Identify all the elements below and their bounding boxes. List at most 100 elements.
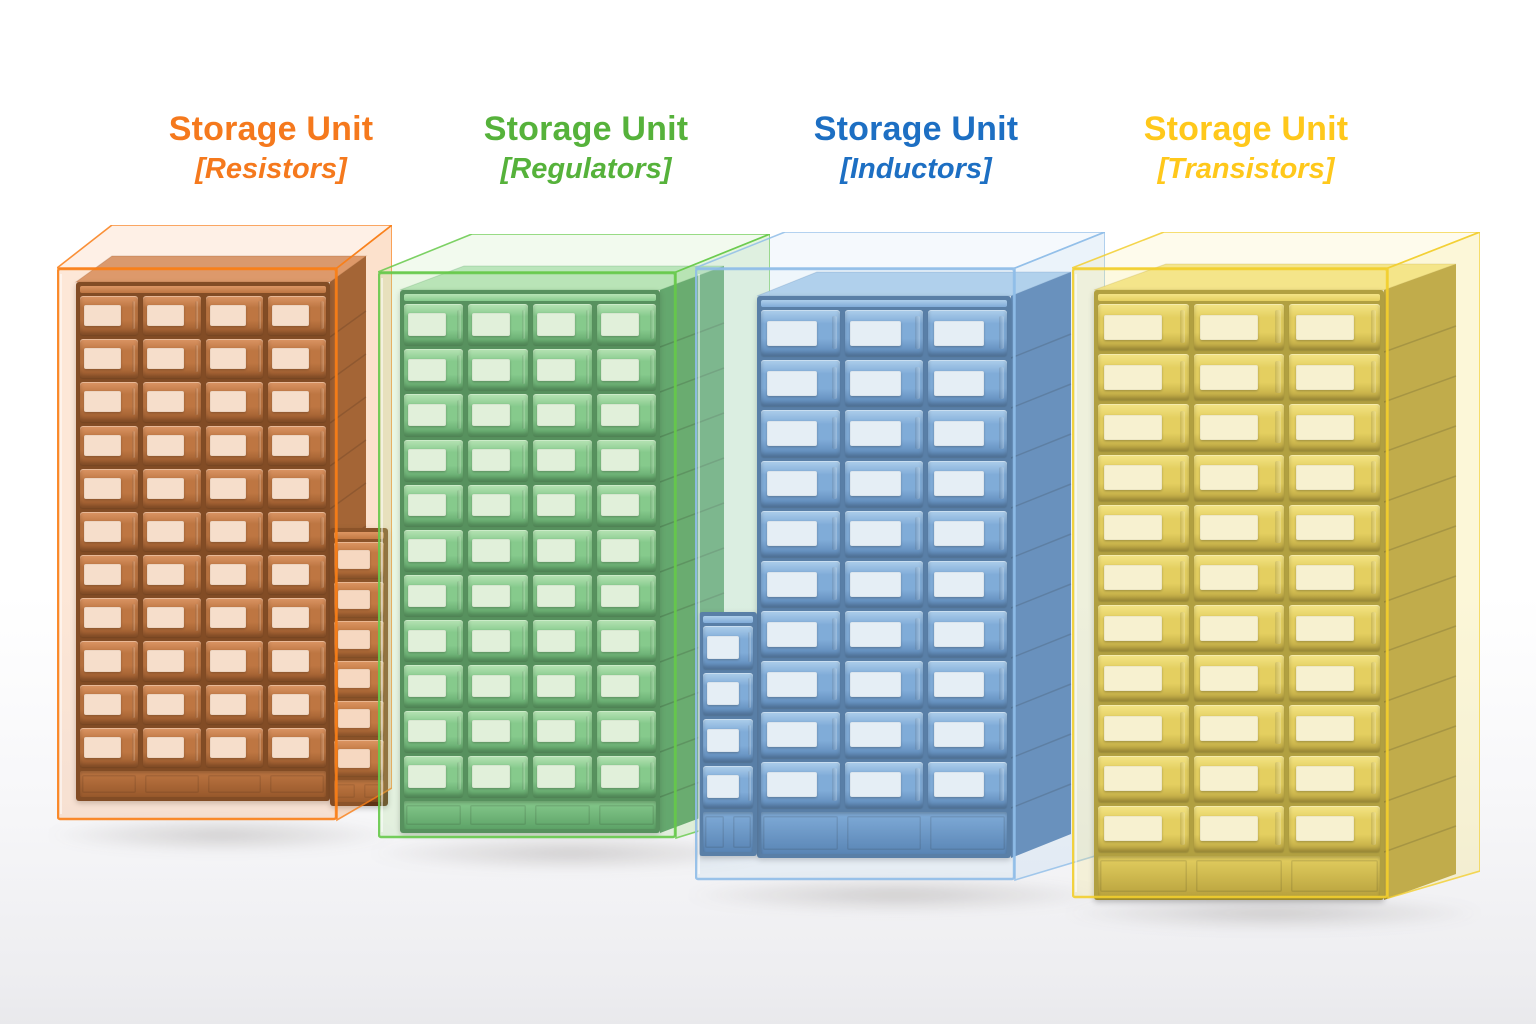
drawer	[404, 484, 464, 526]
drawer	[1193, 454, 1285, 501]
drawer	[142, 511, 201, 552]
drawer-label	[84, 607, 121, 629]
drawer	[761, 360, 840, 407]
drawer	[761, 510, 840, 557]
drawer-label	[472, 313, 511, 336]
drawer-label	[272, 477, 310, 499]
drawer	[928, 410, 1007, 457]
drawer-label	[536, 629, 575, 652]
drawer-label	[1200, 364, 1259, 390]
cabinet-base-panel	[733, 816, 752, 848]
cabinet-top-lip	[703, 616, 753, 623]
drawer	[268, 296, 326, 336]
drawer-label	[209, 391, 247, 413]
drawer	[1289, 504, 1380, 551]
drawer	[142, 555, 201, 595]
drawer-label	[146, 564, 184, 586]
drawer-label	[337, 748, 370, 768]
drawer	[703, 626, 753, 669]
drawer-label	[706, 728, 739, 752]
drawer	[468, 304, 528, 346]
drawer-label	[337, 629, 370, 649]
drawer-label	[933, 772, 985, 798]
drawer-label	[1104, 615, 1163, 641]
drawer-label	[472, 584, 511, 607]
drawer	[1098, 404, 1189, 451]
cabinet-base	[703, 812, 753, 852]
drawer	[142, 641, 201, 681]
drawer	[404, 665, 464, 707]
drawer	[844, 611, 924, 658]
drawer-grid-inductors-step	[703, 626, 753, 808]
drawer-label	[84, 736, 121, 758]
drawer-label	[1104, 465, 1163, 491]
cabinet-base-panel	[763, 816, 838, 850]
drawer-label	[337, 708, 370, 729]
drawer-label	[1104, 414, 1163, 440]
drawer	[205, 511, 264, 552]
drawer-label	[472, 720, 511, 743]
drawer	[80, 511, 138, 552]
cabinet-base	[404, 801, 656, 829]
cabinet-base-panel	[1196, 860, 1283, 892]
cabinet-inductors-step	[699, 612, 757, 856]
drawer	[142, 727, 201, 767]
drawer	[1289, 354, 1380, 401]
drawer-grid-inductors	[761, 310, 1007, 808]
drawer-label	[1200, 414, 1259, 440]
drawer-label	[1104, 515, 1163, 541]
drawer-label	[209, 305, 247, 327]
drawer-label	[766, 672, 817, 697]
drawer-label	[850, 320, 901, 346]
drawer	[334, 581, 384, 618]
drawer-label	[850, 421, 901, 446]
unit-title-text: Storage Unit	[168, 110, 374, 148]
drawer-label	[1104, 816, 1163, 842]
drawer-label	[146, 348, 184, 370]
drawer-label	[408, 403, 447, 427]
drawer	[268, 382, 326, 422]
drawer-label	[1104, 565, 1163, 591]
drawer-label	[933, 571, 985, 597]
drawer	[80, 296, 138, 336]
drawer-label	[209, 650, 247, 672]
drawer-label	[850, 571, 901, 597]
drawer-label	[1200, 314, 1259, 340]
drawer	[80, 727, 138, 767]
drawer	[1193, 504, 1285, 551]
drawer-label	[272, 564, 310, 586]
drawer	[80, 425, 138, 465]
drawer-label	[272, 391, 310, 413]
drawer	[80, 641, 138, 681]
drawer-label	[933, 722, 985, 748]
drawer	[80, 684, 138, 724]
drawer	[268, 727, 326, 767]
unit-title-text: Storage Unit	[483, 110, 689, 148]
drawer-label	[84, 520, 121, 543]
drawer	[1098, 605, 1189, 652]
cabinet-base-panel	[406, 805, 461, 825]
cabinet-base-panel	[705, 816, 724, 848]
drawer-label	[1295, 364, 1354, 390]
drawer-label	[536, 313, 575, 336]
drawer-label	[1295, 314, 1354, 340]
drawer-label	[850, 370, 901, 396]
drawer-label	[706, 635, 739, 659]
drawer-label	[408, 584, 447, 607]
drawer	[268, 511, 326, 552]
cabinet-base-panel	[145, 775, 199, 793]
drawer	[404, 439, 464, 481]
drawer	[596, 575, 656, 617]
drawer	[404, 394, 464, 436]
drawer-label	[472, 674, 511, 698]
drawer-label	[766, 370, 817, 396]
drawer-label	[1295, 565, 1354, 591]
drawer	[928, 560, 1007, 608]
drawer	[596, 304, 656, 346]
unit-subtitle-text: [Inductors]	[840, 153, 992, 185]
unit-title-text: Storage Unit	[1143, 110, 1349, 148]
drawer	[761, 460, 840, 507]
drawer	[844, 560, 924, 608]
drawer-label	[84, 391, 121, 413]
drawer	[1193, 655, 1285, 702]
